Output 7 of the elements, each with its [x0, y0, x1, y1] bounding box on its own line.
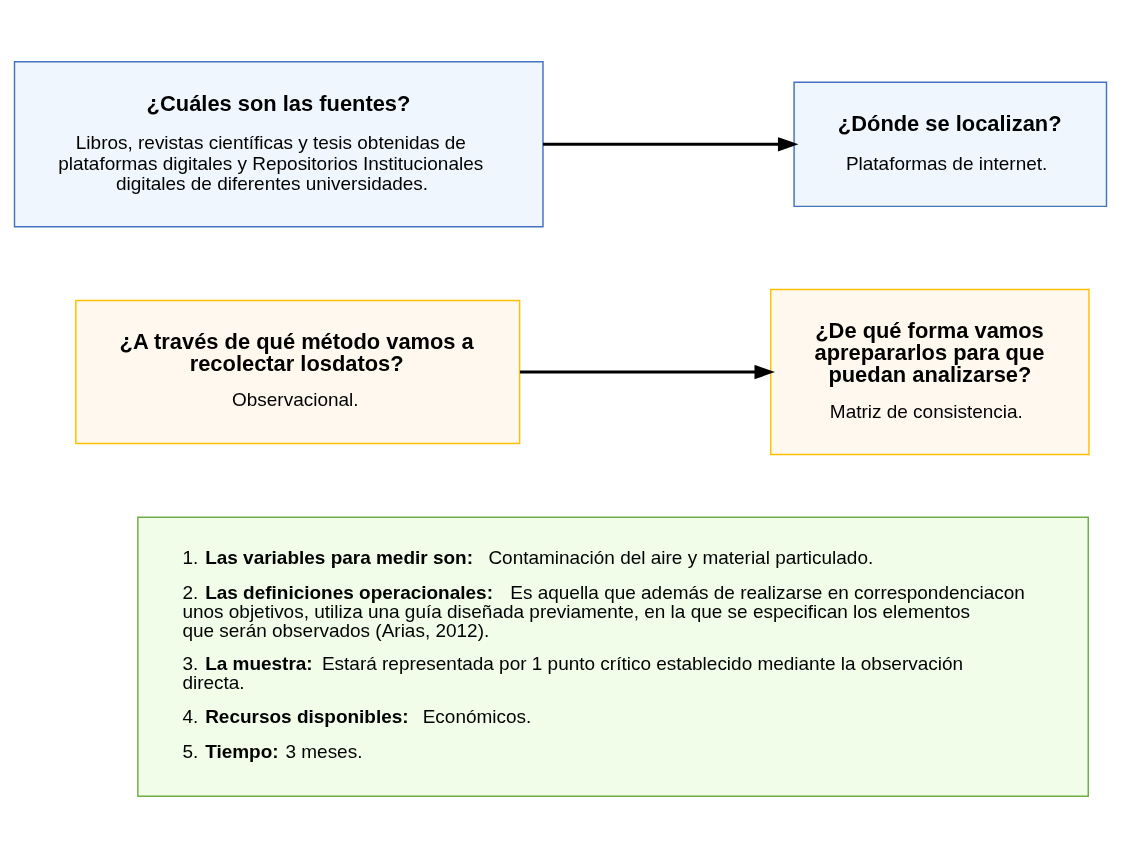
node-box: 1. Las variables para medir son: Contaminación del aire y material particulado. 2. Las definiciones operacionales: Es aquella que además de realizarse en correspondenciacon unos objetivos, utiliza una guía diseñada previamente, en la que se especifican los elementos que serán observados (Arias, 2012). 3. La muestra: Estará representada por 1 punto crítico establecido mediante la observación directa. 4. Recursos disponibles: Económicos. 5. Tiempo: 3 meses. [137, 516, 1089, 797]
node-box: ¿Dónde se localizan? Plataformas de internet. [793, 81, 1108, 207]
node-box: ¿De qué forma vamos aprepararlos para que puedan analizarse? Matriz de consistencia. [770, 288, 1090, 455]
node-box: ¿A través de qué método vamos a recolectar losdatos? Observacional. [75, 299, 521, 444]
arrow [543, 136, 799, 151]
node-box: ¿Cuáles son las fuentes? Libros, revistas científicas y tesis obtenidas de plataformas digitales y Repositorios Institucionales digitales de diferentes universidades. [13, 60, 544, 228]
arrow [519, 364, 775, 379]
